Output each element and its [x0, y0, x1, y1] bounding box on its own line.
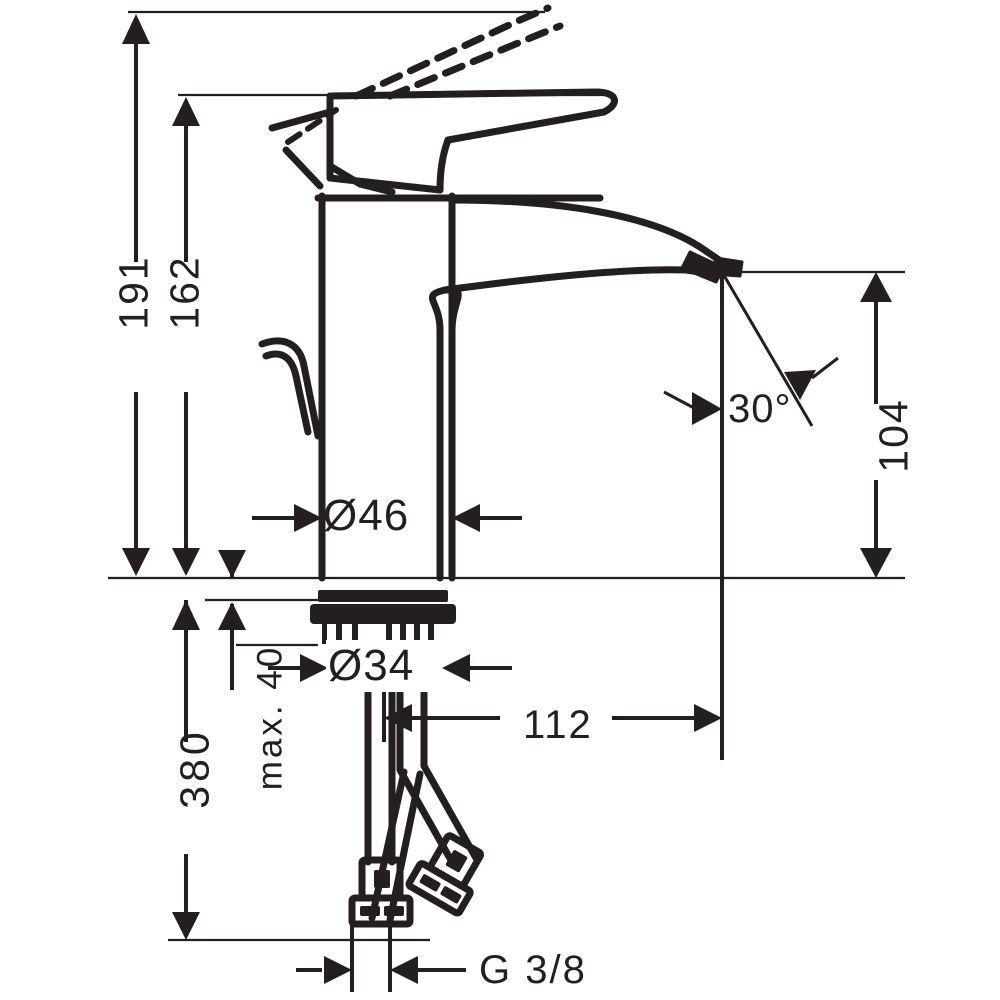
dimension-line-g38 [296, 924, 448, 992]
dimension-label-162: 162 [161, 255, 208, 330]
dimension-arrows-diameter-34 [300, 654, 470, 682]
spout-outlet [680, 250, 744, 284]
dimension-label-380: 380 [171, 728, 218, 809]
dimension-label-g-3-8: G 3/8 [479, 948, 587, 992]
angle-arrow-right-30 [811, 356, 839, 380]
mounting-assembly [310, 590, 456, 654]
dimension-label-191: 191 [110, 255, 157, 330]
dimension-label-max-40: max. 40 [250, 644, 290, 791]
dimension-label-104: 104 [870, 398, 917, 473]
dimension-arrows-104 [860, 272, 892, 578]
angle-arrow-head-right-30 [784, 370, 816, 400]
lever-hinge-dashed [285, 107, 339, 145]
dimension-arrows-g38 [324, 956, 418, 984]
dimension-arrows-diameter-46 [294, 504, 480, 532]
lever-handle-raised-dashed [352, 4, 564, 100]
spout-outline [429, 196, 726, 582]
lever-handle [326, 88, 618, 196]
dimension-label-112: 112 [523, 703, 593, 747]
angle-reference-lines-30 [720, 271, 814, 427]
dimension-arrows-112 [384, 704, 722, 732]
angle-arrow-head-left-30 [692, 392, 722, 425]
dimension-arrows-max40 [218, 550, 246, 630]
dimension-arrows-162 [172, 97, 200, 576]
dimension-label-diameter-46: Ø46 [323, 491, 410, 540]
angle-arrow-left-30 [663, 390, 695, 410]
pop-up-waste-rod [258, 337, 322, 440]
dimension-arrows-380 [172, 600, 200, 940]
hose-connector-fittings [348, 832, 484, 928]
dimension-arrows-191 [122, 14, 150, 576]
handle-hinge-marks [268, 108, 334, 190]
dimension-label-diameter-34: Ø34 [328, 641, 415, 690]
hose-connector-detail [360, 850, 468, 916]
label-backdrop-d34 [326, 640, 438, 692]
dimension-label-30-degrees: 30° [728, 387, 792, 431]
extension-lines [108, 10, 905, 942]
